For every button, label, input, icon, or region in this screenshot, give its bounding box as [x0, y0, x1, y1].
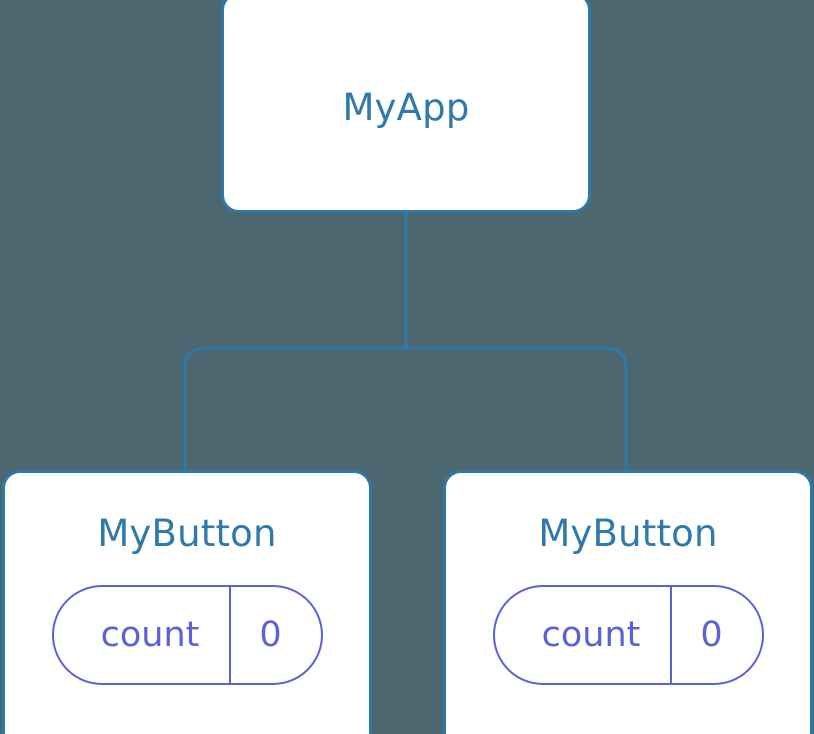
node-title: MyButton: [97, 512, 277, 555]
node-title: MyButton: [538, 512, 718, 555]
state-key-label: count: [100, 614, 200, 655]
state-value-label: 0: [700, 614, 723, 655]
tree-node-child-2[interactable]: MyButton count 0: [443, 470, 813, 734]
state-divider: [228, 587, 231, 683]
state-key-label: count: [541, 614, 641, 655]
edge-to-child-right: [406, 346, 628, 470]
node-title: MyApp: [342, 86, 470, 129]
state-badge[interactable]: count 0: [51, 585, 323, 685]
state-divider: [669, 587, 672, 683]
state-value-label: 0: [259, 614, 282, 655]
edge-to-child-left: [183, 346, 406, 470]
tree-node-child-1[interactable]: MyButton count 0: [2, 470, 372, 734]
tree-node-root[interactable]: MyApp: [221, 0, 591, 213]
state-badge[interactable]: count 0: [492, 585, 764, 685]
